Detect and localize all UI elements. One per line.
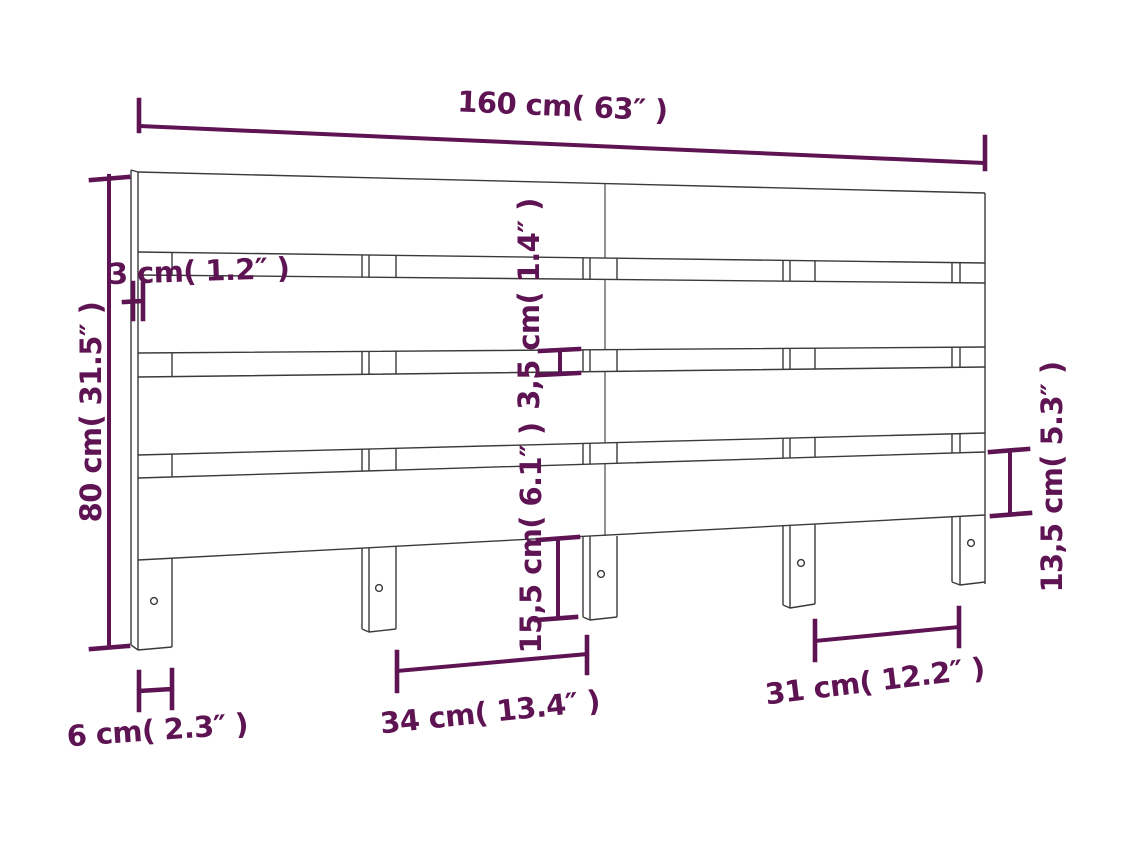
leg-5 [951, 516, 986, 586]
spacing-right-label: 31 cm( 12.2″ ) [763, 651, 986, 712]
thickness-marker [121, 280, 146, 322]
posts-in-gap-1 [171, 252, 961, 283]
leg-3 [582, 536, 618, 621]
spacing-mid-label: 34 cm( 13.4″ ) [378, 684, 601, 741]
posts-in-gap-3 [171, 434, 961, 477]
dimension-overall-height: 80 cm( 31.5″ ) [74, 174, 131, 652]
slat-width-label: 13,5 cm( 5.3″ ) [1035, 361, 1069, 592]
leg-2 [361, 546, 397, 633]
spacing-right-ticks [812, 605, 962, 663]
leg-1 [137, 558, 173, 651]
dimension-board-thickness: 3 cm( 1.2″ ) [107, 251, 290, 322]
slat-3 [137, 366, 986, 456]
slat-4 [137, 451, 986, 561]
dimension-annotations: 160 cm( 63″ ) 80 cm( 31.5″ ) 3 cm( 1.2″ … [66, 84, 1069, 753]
slat-2 [137, 274, 986, 354]
height-dimension-ticks [88, 174, 131, 652]
screw-hole-leg-5 [966, 538, 976, 548]
slat-width-marker-caps [987, 446, 1033, 519]
screw-hole-leg-3 [596, 569, 606, 579]
leg-width-label: 6 cm( 2.3″ ) [66, 707, 249, 754]
width-dimension-label: 160 cm( 63″ ) [457, 84, 669, 127]
posts-in-gap-2 [171, 347, 961, 377]
height-dimension-label: 80 cm( 31.5″ ) [74, 302, 108, 523]
leg-4 [782, 524, 816, 609]
width-dimension-line [136, 123, 988, 166]
leg-length-label: 15,5 cm( 6.1″ ) [514, 422, 548, 653]
dimension-overall-width: 160 cm( 63″ ) [136, 84, 988, 172]
thickness-label: 3 cm( 1.2″ ) [107, 251, 290, 291]
spacing-mid-ticks [394, 634, 590, 694]
slat-gap-label: 3,5 cm( 1.4″ ) [512, 198, 546, 410]
dimension-leg-width: 6 cm( 2.3″ ) [66, 667, 249, 754]
headboard-left-side-face [130, 169, 139, 651]
dimension-slat-gap: 3,5 cm( 1.4″ ) [512, 198, 582, 410]
dimension-leg-length: 15,5 cm( 6.1″ ) [514, 422, 581, 654]
dimension-leg-spacing-right: 31 cm( 12.2″ ) [763, 605, 986, 712]
spacing-right-line [812, 624, 962, 644]
slat-1 [137, 171, 986, 264]
screw-hole-leg-2 [374, 583, 384, 593]
width-dimension-ticks [136, 97, 988, 172]
spacing-mid-line [394, 651, 590, 674]
leg-length-marker-caps [533, 534, 581, 623]
screw-hole-leg-1 [149, 596, 159, 606]
leg-width-marker [136, 667, 175, 713]
slat-gap-marker-caps [537, 346, 582, 378]
dimension-leg-spacing-mid: 34 cm( 13.4″ ) [378, 634, 601, 741]
screw-hole-leg-4 [796, 558, 806, 568]
dimension-slat-width: 13,5 cm( 5.3″ ) [987, 361, 1069, 593]
